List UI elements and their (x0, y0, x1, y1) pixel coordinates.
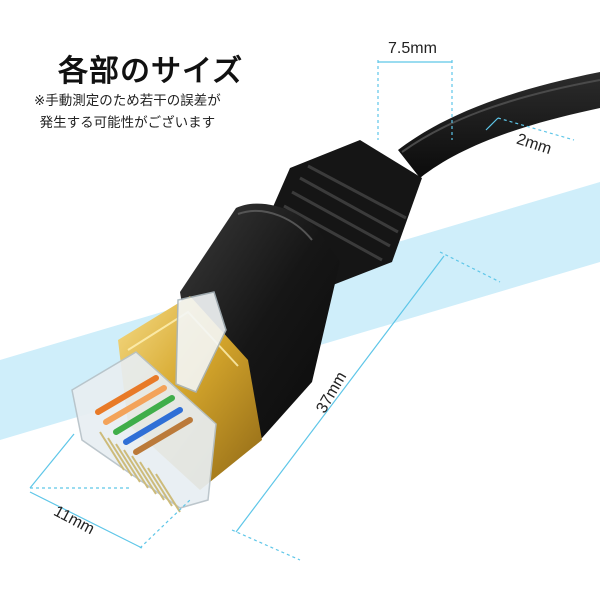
note-line-1: ※手動測定のため若干の誤差が (34, 93, 221, 109)
pin-contacts (99, 431, 181, 513)
flat-cable (398, 72, 600, 178)
size-heading: 各部のサイズ (58, 54, 244, 89)
note-line-2: 発生する可能性がございます (39, 115, 216, 131)
clear-latch (175, 291, 227, 393)
dimension-lines (29, 60, 575, 561)
measurement-note: ※手動測定のため若干の誤差が 発生する可能性がございます (34, 90, 221, 134)
colored-wires (95, 375, 193, 455)
width-label: 7.5mm (388, 40, 437, 57)
